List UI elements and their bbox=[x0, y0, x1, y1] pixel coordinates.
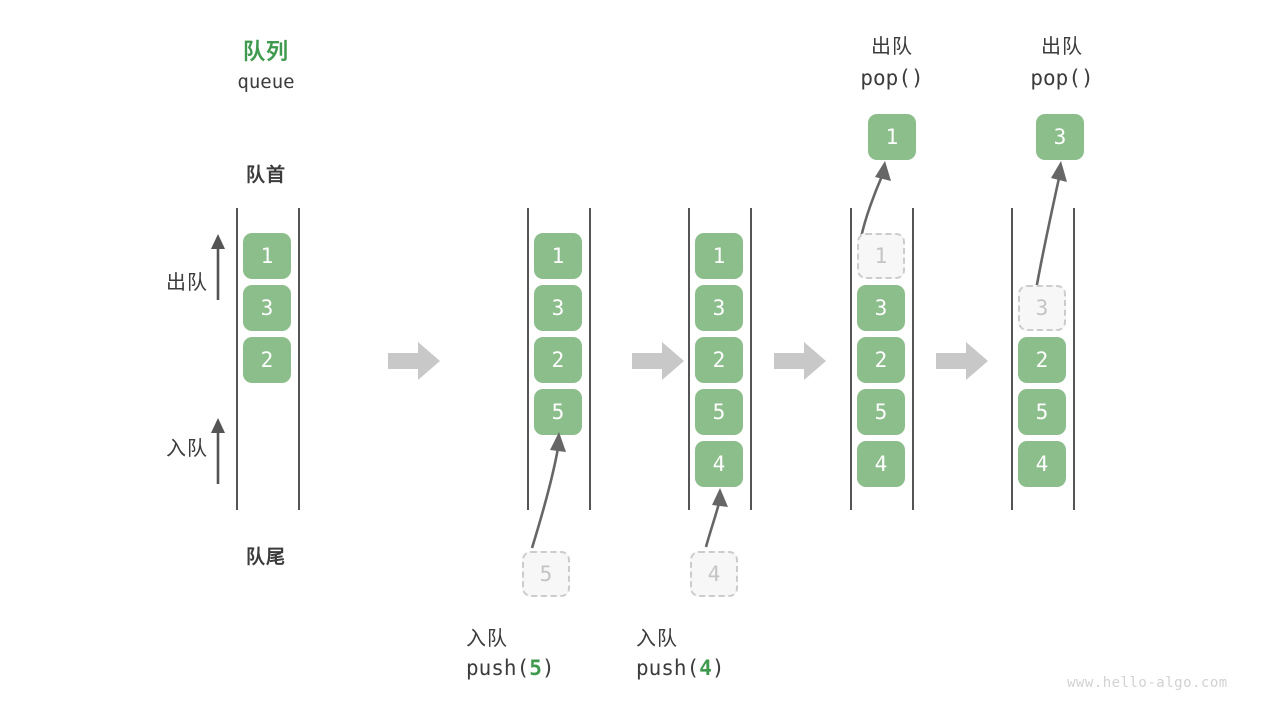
queue-cell: 5 bbox=[695, 389, 743, 435]
queue-rail-right-stage4 bbox=[912, 208, 914, 510]
push-4-code-arg: 4 bbox=[699, 656, 712, 680]
watermark: www.hello-algo.com bbox=[1067, 675, 1228, 691]
popped-ghost-cell: 3 bbox=[1018, 285, 1066, 331]
rear-label: 队尾 bbox=[245, 547, 286, 568]
push-4-caption-cn: 入队 bbox=[636, 628, 678, 650]
queue-cell: 1 bbox=[534, 233, 582, 279]
incoming-ghost-cell: 4 bbox=[690, 551, 738, 597]
queue-cell: 5 bbox=[1018, 389, 1066, 435]
push-5-caption-code: push(5) bbox=[466, 656, 666, 680]
queue-rail-left-stage2 bbox=[527, 208, 529, 510]
pop-3-header-cn: 出队 bbox=[1041, 36, 1083, 58]
queue-cell: 2 bbox=[243, 337, 291, 383]
push-4-caption-code: push(4) bbox=[636, 656, 836, 680]
pop-1-header-cn: 出队 bbox=[871, 36, 913, 58]
push-4-code-suffix: ) bbox=[711, 656, 725, 680]
queue-cell: 4 bbox=[695, 441, 743, 487]
queue-cell: 1 bbox=[695, 233, 743, 279]
push-5-caption-cn: 入队 bbox=[466, 628, 508, 650]
queue-cell: 3 bbox=[695, 285, 743, 331]
dequeue-side-label: 出队 bbox=[166, 272, 208, 294]
queue-cell: 2 bbox=[695, 337, 743, 383]
queue-cell: 5 bbox=[857, 389, 905, 435]
queue-cell: 4 bbox=[1018, 441, 1066, 487]
incoming-ghost-cell: 5 bbox=[522, 551, 570, 597]
pop-3-header-code: pop() bbox=[1030, 66, 1094, 90]
figure-title-en: queue bbox=[237, 71, 295, 93]
stage-connector-arrow-icon bbox=[388, 342, 440, 380]
push-4-code-prefix: push( bbox=[636, 656, 700, 680]
queue-rail-left-stage4 bbox=[850, 208, 852, 510]
queue-cell: 3 bbox=[243, 285, 291, 331]
enqueue-side-label: 入队 bbox=[166, 438, 208, 460]
queue-cell: 5 bbox=[534, 389, 582, 435]
enqueue-arrow-icon bbox=[206, 418, 230, 484]
stage-connector-arrow-icon bbox=[774, 342, 826, 380]
queue-cell: 1 bbox=[243, 233, 291, 279]
push-5-code-arg: 5 bbox=[529, 656, 542, 680]
queue-cell: 3 bbox=[534, 285, 582, 331]
figure-title-cn: 队列 bbox=[242, 39, 289, 64]
push-5-code-suffix: ) bbox=[541, 656, 555, 680]
queue-cell: 2 bbox=[534, 337, 582, 383]
push-4-arrow-icon bbox=[690, 487, 750, 549]
queue-rail-right-stage5 bbox=[1073, 208, 1075, 510]
popped-cell: 1 bbox=[868, 114, 916, 160]
push-5-code-prefix: push( bbox=[466, 656, 530, 680]
popped-ghost-cell: 1 bbox=[857, 233, 905, 279]
push-5-arrow-icon bbox=[520, 430, 590, 550]
front-label: 队首 bbox=[245, 165, 286, 186]
queue-rail-right-stage3 bbox=[750, 208, 752, 510]
queue-cell: 4 bbox=[857, 441, 905, 487]
pop-1-arrow-icon bbox=[855, 160, 915, 240]
popped-cell: 3 bbox=[1036, 114, 1084, 160]
stage-connector-arrow-icon bbox=[936, 342, 988, 380]
dequeue-arrow-icon bbox=[206, 234, 230, 300]
queue-cell: 2 bbox=[1018, 337, 1066, 383]
queue-rail-left-stage5 bbox=[1011, 208, 1013, 510]
queue-rail-left-stage1 bbox=[236, 208, 238, 510]
pop-1-header-code: pop() bbox=[860, 66, 924, 90]
stage-connector-arrow-icon bbox=[632, 342, 684, 380]
queue-rail-left-stage3 bbox=[688, 208, 690, 510]
queue-rail-right-stage2 bbox=[589, 208, 591, 510]
pop-3-arrow-icon bbox=[1014, 160, 1084, 292]
queue-cell: 2 bbox=[857, 337, 905, 383]
queue-rail-right-stage1 bbox=[298, 208, 300, 510]
queue-cell: 3 bbox=[857, 285, 905, 331]
